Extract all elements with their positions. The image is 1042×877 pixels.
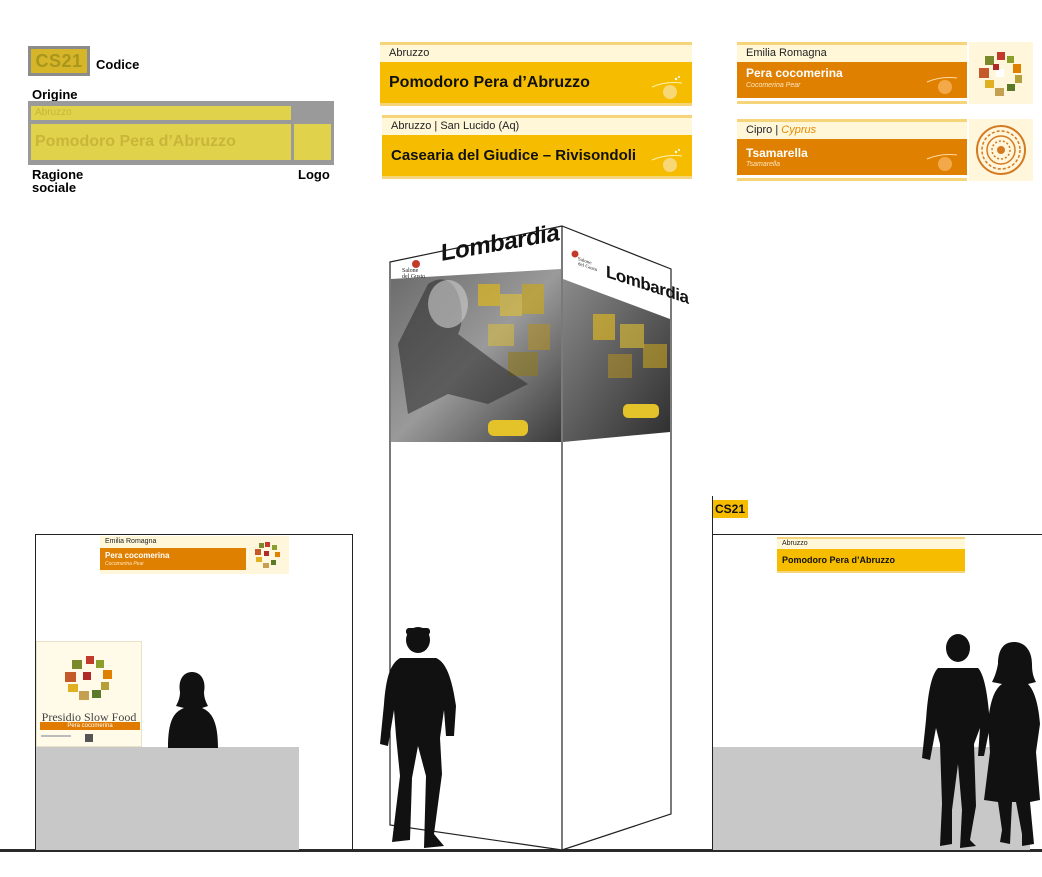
poster-band: Pera cocomerina	[40, 722, 140, 730]
sign-origin-text: Emilia Romagna	[105, 538, 157, 545]
sign-name-text: Tsamarella	[746, 146, 808, 160]
sign-tsamarella: Cipro | Cyprus Tsamarella Tsamarella	[737, 119, 1033, 181]
sign-origin: Cipro | Cyprus	[737, 122, 967, 139]
sign-origin: Abruzzo | San Lucido (Aq)	[382, 118, 692, 135]
sign-name-text: Pomodoro Pera d’Abruzzo	[389, 74, 590, 91]
right-booth-frame	[712, 534, 1042, 850]
tomato-logo-icon	[412, 260, 420, 268]
sign-top-stripe	[777, 537, 965, 539]
sign-sub-text: Cocomerina Pear	[105, 561, 144, 567]
lombardia-tower	[389, 225, 672, 851]
left-booth-counter	[36, 747, 299, 850]
legend-origin-bar: Abruzzo	[31, 106, 291, 120]
sign-pera-cocomerina: Emilia Romagna Pera cocomerina Cocomerin…	[737, 42, 1033, 104]
sign-bottom-stripe	[382, 176, 692, 179]
legend-logo-placeholder	[294, 124, 331, 160]
sign-bottom-stripe	[737, 101, 967, 104]
sign-name-text: Casearia del Giudice – Rivisondoli	[391, 147, 637, 164]
presidio-poster: Presidio Slow Food Pera cocomerina	[36, 641, 142, 747]
sign-origin-text: Abruzzo	[391, 120, 432, 132]
business-name-label-line-1: Ragione	[32, 167, 84, 182]
sign-top-stripe	[380, 42, 692, 45]
sign-origin: Emilia Romagna	[100, 536, 246, 548]
sign-origin: Abruzzo	[777, 539, 965, 549]
sign-name-bar: Pera cocomerina Cocomerina Pear	[737, 62, 967, 98]
legend-name-bar: Pomodoro Pera d’Abruzzo	[31, 124, 291, 160]
round-seal-icon	[976, 125, 1026, 175]
code-label: Codice	[96, 57, 140, 72]
sign-bottom-stripe	[380, 103, 692, 106]
booth-code-badge: CS21	[712, 500, 749, 518]
sign-name-bar: Casearia del Giudice – Rivisondoli	[382, 135, 692, 176]
sign-casearia: Abruzzo | San Lucido (Aq) Casearia del G…	[382, 115, 692, 179]
left-booth-frame	[35, 534, 353, 850]
business-name-label: Ragione sociale	[32, 168, 83, 194]
sign-name-text: Pera cocomerina	[746, 66, 843, 80]
right-booth-sign: Abruzzo Pomodoro Pera d’Abruzzo	[777, 537, 965, 573]
sign-name-bar: Tsamarella Tsamarella	[737, 139, 967, 175]
left-booth-sign: Emilia Romagna Pera cocomerina Cocomerin…	[100, 536, 289, 574]
sign-sub-text: Cocomerina Pear	[746, 82, 801, 89]
tower-brand-line-2: del Gusto	[402, 274, 426, 280]
presidio-mosaic-icon	[255, 542, 280, 568]
sign-bottom-stripe	[777, 571, 965, 573]
presidio-mosaic-icon	[979, 52, 1022, 96]
code-sample-badge: CS21	[28, 46, 90, 76]
presidio-mosaic-icon	[65, 656, 112, 700]
sign-top-stripe	[382, 115, 692, 118]
qr-code-icon	[85, 734, 93, 742]
couple-walking-silhouette	[922, 634, 1040, 848]
sign-top-stripe	[737, 42, 967, 45]
sign-name-text: Pera cocomerina	[105, 551, 170, 560]
sign-sub-text: Tsamarella	[746, 161, 780, 168]
sign-name-bar: Pera cocomerina Cocomerina Pear	[100, 548, 246, 570]
logo-label: Logo	[298, 167, 330, 182]
business-name-label-line-2: sociale	[32, 180, 77, 195]
sign-origin-english: Cyprus	[781, 124, 817, 136]
logo-area	[969, 119, 1033, 181]
sign-origin: Emilia Romagna	[737, 45, 967, 62]
poster-fine-print	[41, 735, 71, 737]
sign-bottom-stripe	[737, 178, 967, 181]
sign-origin-text: Emilia Romagna	[746, 47, 827, 59]
sign-origin-text: Cipro	[746, 124, 773, 136]
tower-brand-left: Salone del Gusto	[402, 268, 425, 280]
floor-line	[0, 849, 1042, 852]
sign-name-text: Pomodoro Pera d’Abruzzo	[782, 555, 896, 565]
swoosh-logo-icon	[926, 77, 958, 94]
sign-name-bar: Pomodoro Pera d’Abruzzo	[380, 62, 692, 103]
swoosh-logo-icon	[926, 154, 958, 171]
sign-origin: Abruzzo	[380, 45, 692, 62]
sign-origin-extra: San Lucido (Aq)	[440, 120, 520, 132]
sign-pomodoro: Abruzzo Pomodoro Pera d’Abruzzo	[380, 42, 692, 106]
code-sample-text: CS21	[31, 49, 87, 73]
poster-title: Presidio Slow Food	[41, 710, 137, 724]
sign-top-stripe	[737, 119, 967, 122]
logo-area	[969, 42, 1033, 104]
swoosh-logo-icon	[651, 76, 683, 99]
right-booth-counter	[713, 747, 1030, 850]
origin-label: Origine	[32, 87, 78, 102]
tomato-logo-icon	[571, 250, 579, 258]
woman-silhouette	[168, 672, 218, 748]
right-booth-edge	[712, 496, 713, 534]
sign-name-bar: Pomodoro Pera d’Abruzzo	[777, 549, 965, 571]
sign-origin-text: Abruzzo	[782, 540, 808, 547]
sign-origin-text: Abruzzo	[389, 47, 430, 59]
man-walking-silhouette	[380, 627, 456, 848]
tower-brand-line-1: Salone	[402, 268, 419, 274]
swoosh-logo-icon	[651, 149, 683, 172]
